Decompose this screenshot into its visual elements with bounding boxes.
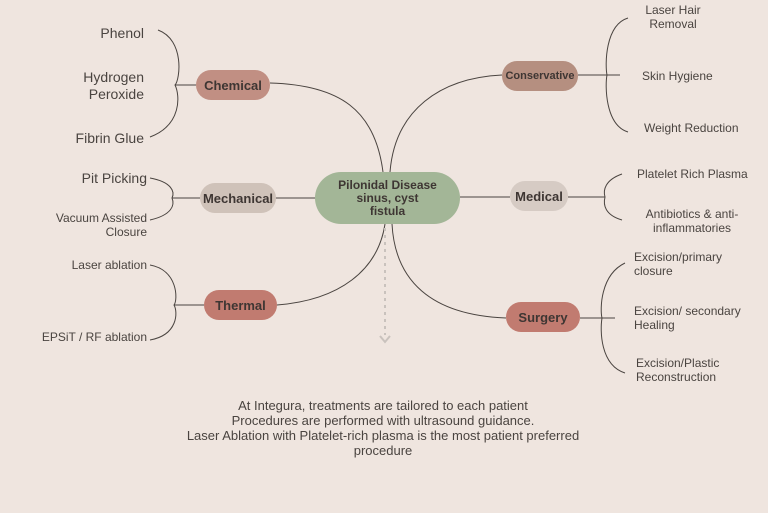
brace-mechanical [149, 177, 174, 221]
branch-chemical: Chemical [196, 70, 270, 100]
leaf-antibiotics-line-2: inflammatories [652, 221, 732, 235]
footer-line-4: procedure [353, 443, 413, 458]
footer-line-1: At Integura, treatments are tailored to … [238, 398, 528, 413]
brace-medical [603, 173, 623, 221]
leaf-hydrogen-peroxide: Hydrogen Peroxide [83, 69, 144, 103]
leaf-excision-plastic-line-2: Reconstruction [636, 370, 717, 384]
central-topic-line-1: Pilonidal Disease [338, 177, 437, 192]
leaf-excision-plastic-reconstruction: Excision/Plastic Reconstruction [636, 356, 719, 384]
branch-mechanical: Mechanical [200, 183, 276, 213]
leaf-phenol: Phenol [100, 25, 144, 41]
leaf-antibiotics-line-1: Antibiotics & anti- [645, 207, 739, 221]
down-arrow [379, 228, 391, 344]
leaf-antibiotics: Antibiotics & anti- inflammatories [636, 207, 748, 235]
central-topic-line-3: fistula [369, 203, 406, 218]
footer-note: At Integura, treatments are tailored to … [100, 398, 666, 458]
leaf-excision-primary-line-2: closure [634, 264, 673, 278]
leaf-weight-reduction: Weight Reduction [644, 121, 739, 135]
leaf-excision-secondary-healing: Excision/ secondary Healing [634, 304, 741, 332]
leaf-excision-primary-closure: Excision/primary closure [634, 250, 722, 278]
leaf-vacuum-line-1: Vacuum Assisted [55, 211, 147, 225]
leaf-skin-hygiene: Skin Hygiene [642, 69, 713, 83]
leaf-platelet-rich-plasma: Platelet Rich Plasma [637, 167, 748, 181]
leaf-pit-picking: Pit Picking [81, 170, 147, 186]
leaf-laser-hair-line-1: Laser Hair [645, 3, 701, 17]
leaf-laser-ablation: Laser ablation [71, 258, 147, 272]
footer-line-2: Procedures are performed with ultrasound… [231, 413, 535, 428]
link-conservative [389, 74, 503, 173]
leaf-hydrogen-line-1: Hydrogen [83, 69, 144, 85]
leaf-epsit-rf-ablation: EPSiT / RF ablation [41, 330, 147, 344]
leaf-excision-primary-line-1: Excision/primary [634, 250, 723, 264]
leaf-vacuum-line-2: Closure [105, 225, 147, 239]
branch-thermal: Thermal [204, 290, 277, 320]
leaf-fibrin-glue: Fibrin Glue [75, 130, 144, 146]
central-topic-line-2: sinus, cyst [356, 190, 419, 205]
brace-chemical [149, 29, 180, 138]
footer-line-3: Laser Ablation with Platelet-rich plasma… [186, 428, 580, 443]
leaf-vacuum-assisted-closure: Vacuum Assisted Closure [56, 211, 147, 239]
branch-surgery: Surgery [506, 302, 580, 332]
leaf-excision-secondary-line-1: Excision/ secondary [634, 304, 741, 318]
branch-conservative: Conservative [502, 61, 578, 91]
leaf-hydrogen-line-2: Peroxide [88, 86, 144, 102]
link-surgery [391, 223, 507, 319]
leaf-excision-plastic-line-1: Excision/Plastic [636, 356, 720, 370]
central-topic-node: Pilonidal Disease sinus, cyst fistula [315, 172, 460, 224]
leaf-laser-hair-removal: Laser Hair Removal [630, 3, 716, 31]
link-thermal [276, 223, 386, 306]
leaf-excision-secondary-line-2: Healing [634, 318, 675, 332]
link-chemical [269, 82, 384, 173]
branch-medical: Medical [510, 181, 568, 211]
leaf-laser-hair-line-2: Removal [649, 17, 697, 31]
brace-thermal [149, 264, 177, 341]
